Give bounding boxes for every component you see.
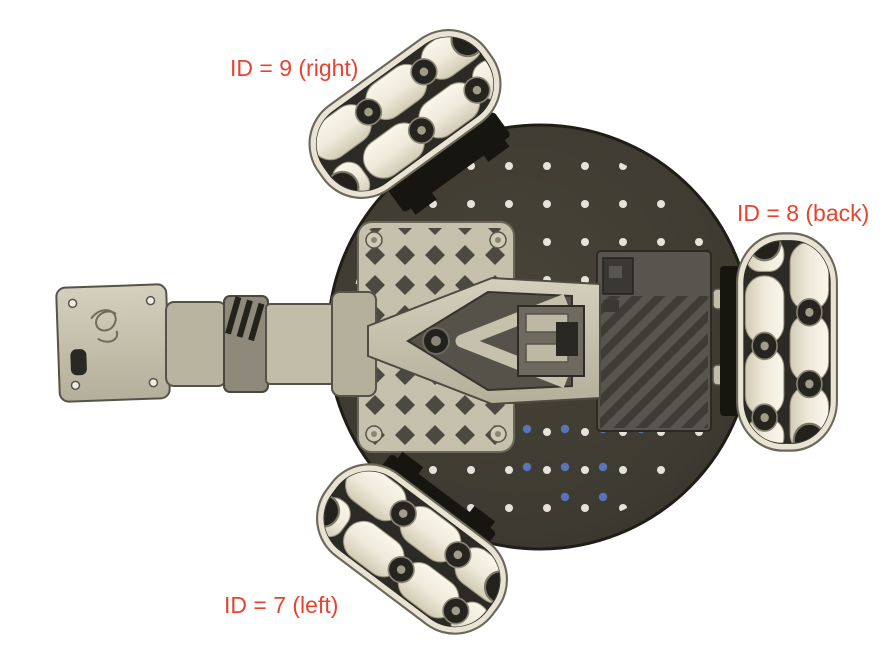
- logo-emblem-icon: [90, 309, 119, 343]
- wrist-link: [165, 301, 227, 387]
- wheel-bracket-id-9: [388, 112, 510, 215]
- wrist-motor-band: [223, 295, 269, 393]
- vent-slats: [600, 296, 708, 428]
- end-effector-plate: [55, 283, 171, 403]
- vent-panel: [596, 250, 712, 432]
- forearm-link: [265, 303, 337, 385]
- label-wheel-7-left: ID = 7 (left): [224, 592, 338, 618]
- plate-slot: [70, 349, 87, 376]
- omni-wheel-id-8-back: [737, 227, 837, 458]
- label-wheel-9-right: ID = 9 (right): [230, 55, 358, 81]
- label-wheel-8-back: ID = 8 (back): [737, 200, 869, 226]
- robot-arm: [55, 276, 601, 406]
- gripper-block: [517, 305, 585, 377]
- mount-screws: [365, 231, 507, 443]
